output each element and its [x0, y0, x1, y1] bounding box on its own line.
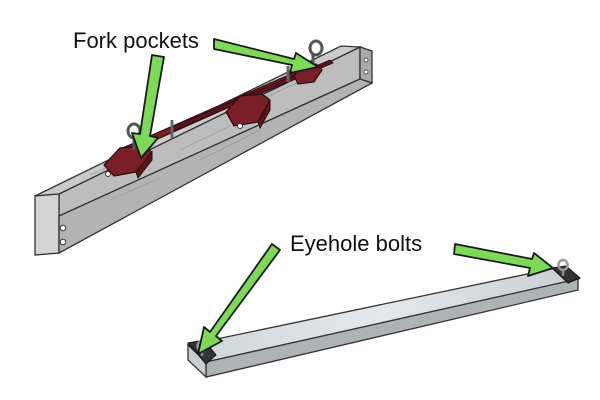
pointer-arrow-icon [131, 54, 165, 159]
beam-bolt-hole [59, 224, 67, 232]
bar-endcap-right [550, 265, 581, 284]
pointer-arrow-icon [213, 38, 319, 74]
eyehole-bolt-icon [557, 258, 569, 276]
upper-lifting-beam [34, 39, 374, 256]
bar-front-face [205, 278, 579, 378]
beam-bottom-front [58, 78, 374, 255]
eyehole-bolts-label: Eyehole bolts [290, 231, 423, 256]
pointer-arrow-icon [453, 243, 554, 277]
beam-bolt-hole [59, 238, 67, 246]
beam-right-end [359, 46, 373, 84]
beam-bolt-hole [363, 57, 369, 63]
fork-pocket-bracket [225, 93, 271, 130]
fork-pockets-label: Fork pockets [73, 28, 199, 53]
pointer-arrow-icon [197, 243, 281, 355]
beam-bolt-hole [363, 69, 369, 75]
beam-left-end [34, 193, 60, 256]
lower-lifting-bar [186, 258, 581, 379]
